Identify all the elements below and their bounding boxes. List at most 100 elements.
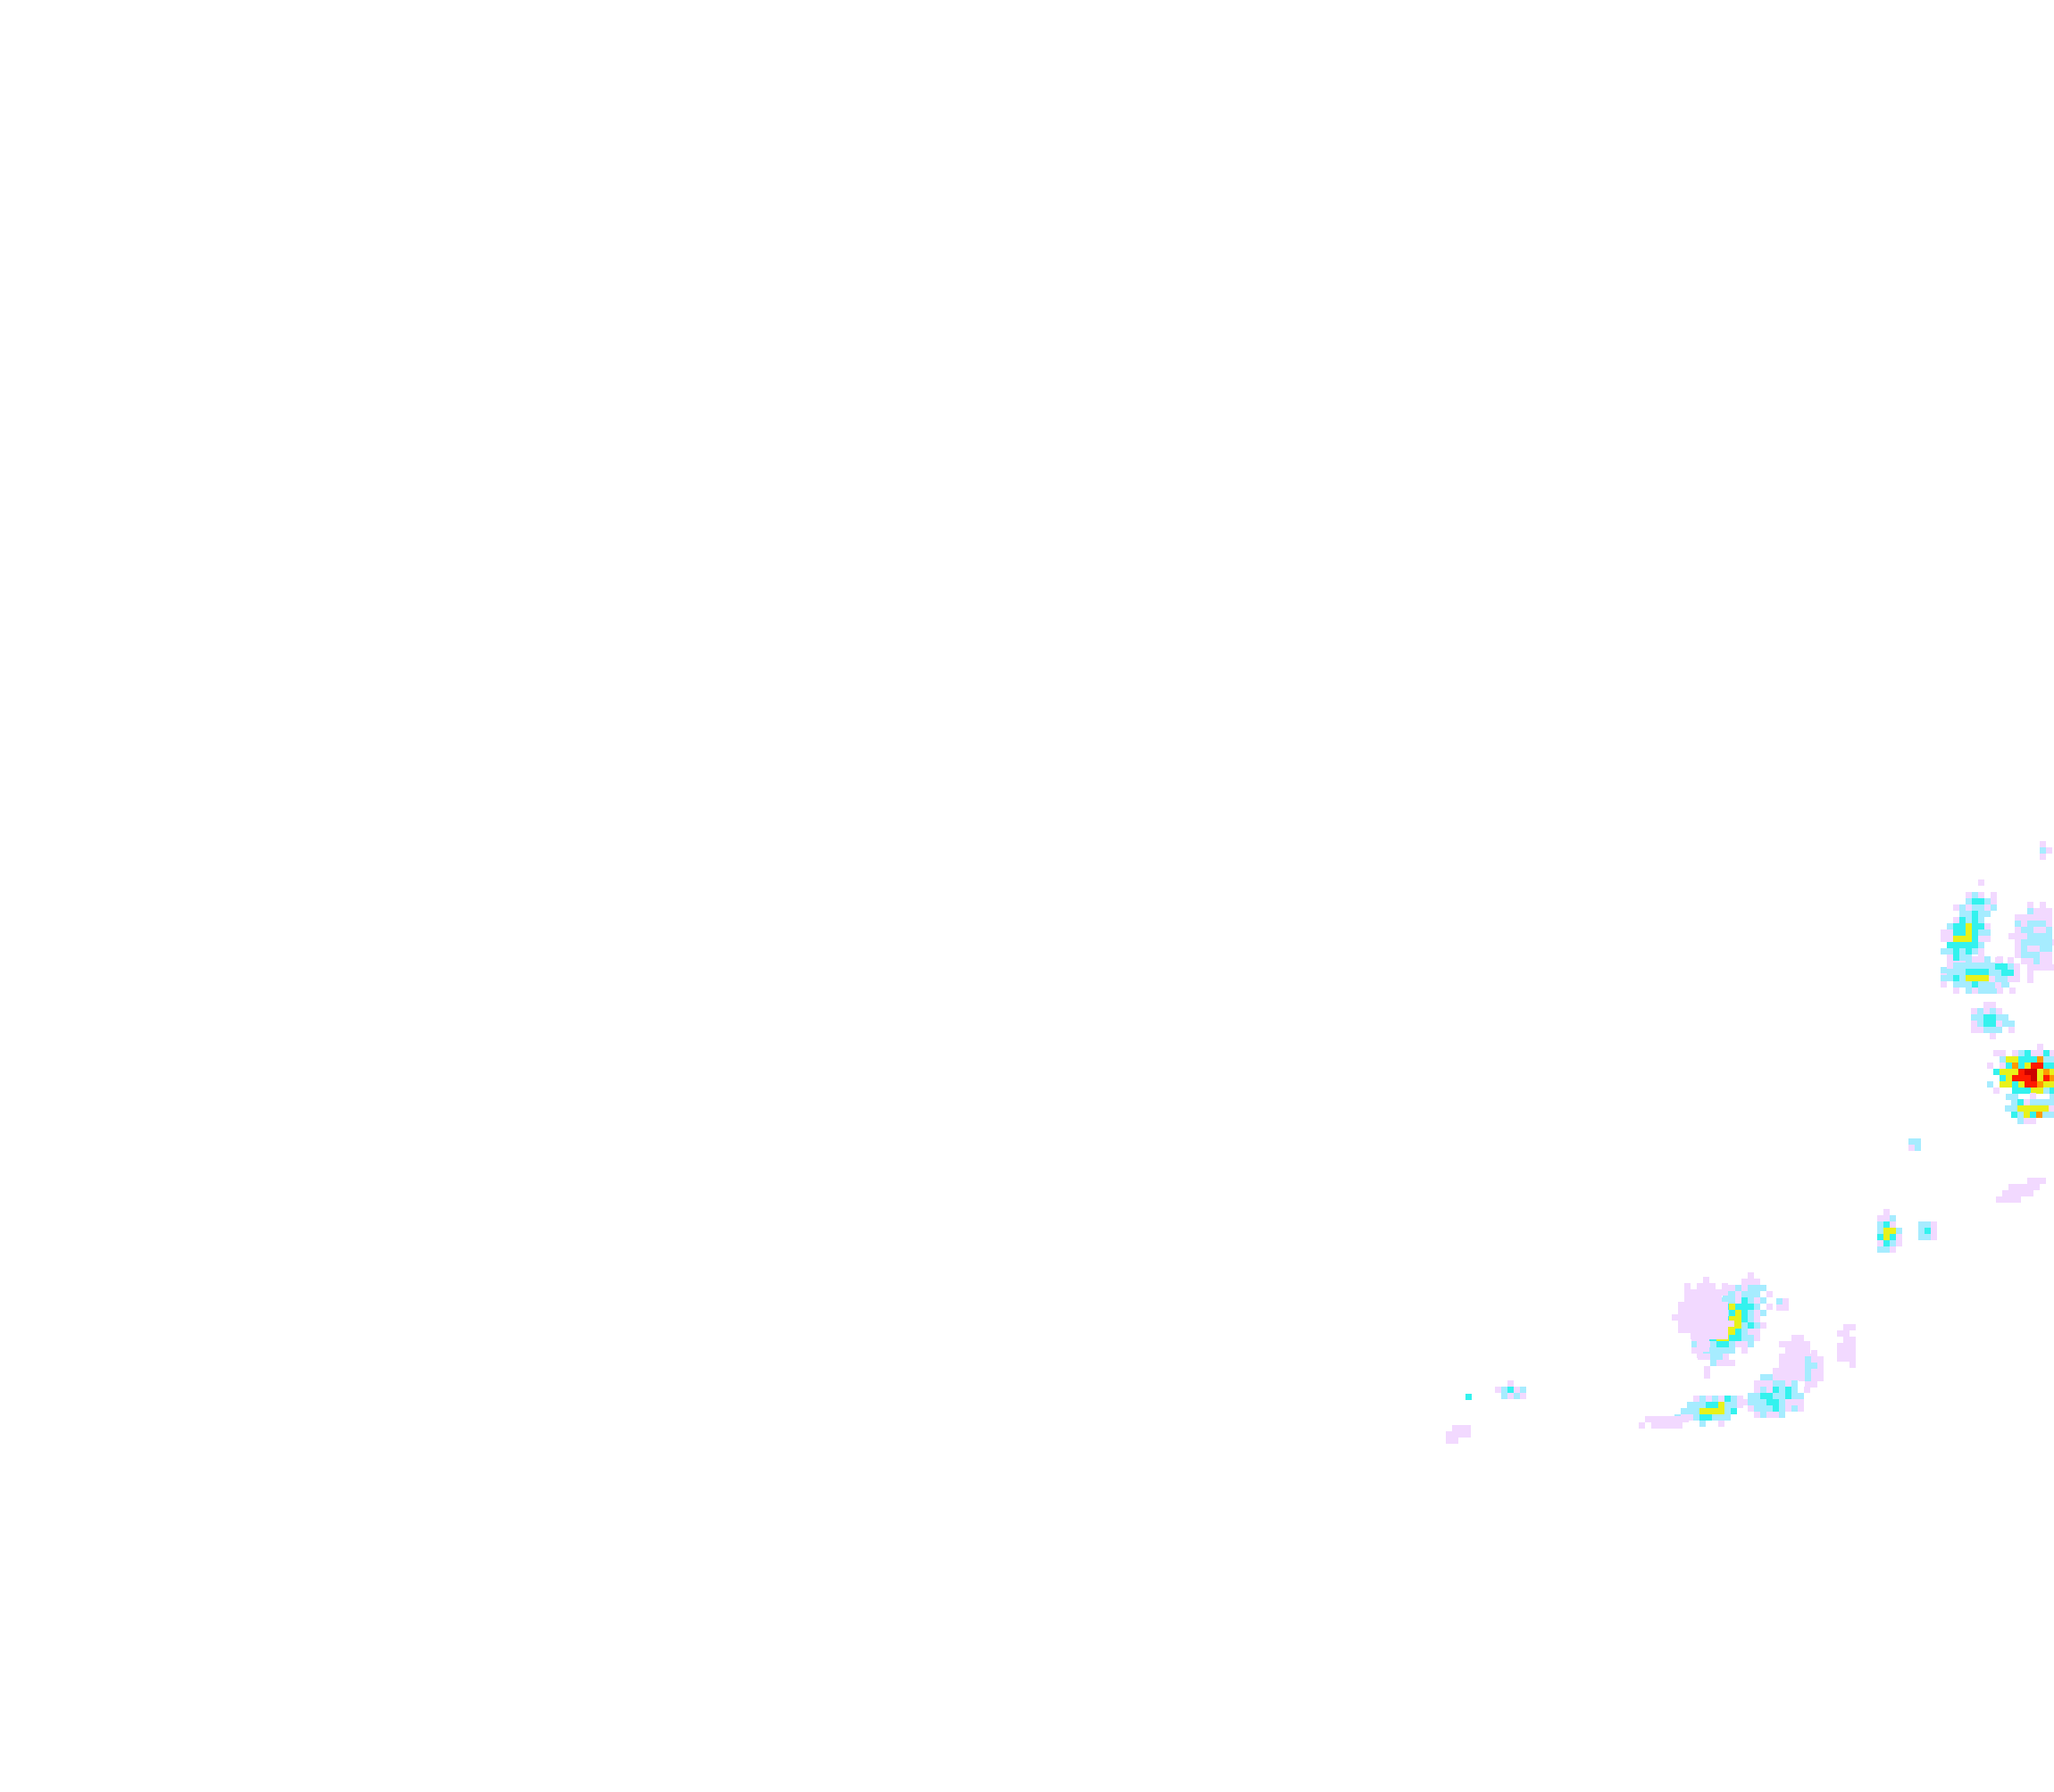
echo-cell bbox=[2037, 1056, 2043, 1063]
echo-cell bbox=[1877, 1215, 1883, 1221]
echo-cell bbox=[2005, 1105, 2011, 1112]
echo-cell bbox=[1972, 904, 1978, 911]
echo-cell bbox=[1915, 1145, 1921, 1151]
echo-cell bbox=[2014, 970, 2020, 976]
echo-cell bbox=[2042, 1112, 2049, 1118]
echo-cell bbox=[1896, 1234, 1902, 1240]
echo-cell bbox=[2025, 1081, 2031, 1088]
echo-cell bbox=[1645, 1416, 1651, 1422]
echo-cell bbox=[1972, 936, 1978, 942]
echo-cell bbox=[1837, 1355, 1843, 1362]
echo-cell bbox=[2027, 971, 2033, 977]
echo-cell bbox=[1978, 917, 1984, 923]
echo-cell bbox=[1709, 1321, 1716, 1327]
echo-cell bbox=[1697, 1339, 1703, 1346]
echo-cell bbox=[1991, 898, 1997, 904]
echo-cell bbox=[2033, 914, 2040, 921]
echo-cell bbox=[1728, 1321, 1734, 1327]
echo-cell bbox=[1731, 1408, 1737, 1414]
echo-cell bbox=[1966, 975, 1972, 981]
echo-cell bbox=[1766, 1304, 1773, 1310]
echo-cell bbox=[2002, 1190, 2008, 1196]
echo-cell bbox=[1748, 1335, 1754, 1341]
echo-cell bbox=[1972, 981, 1978, 988]
echo-cell bbox=[2027, 977, 2033, 983]
echo-cell bbox=[1785, 1405, 1791, 1412]
echo-cell bbox=[1691, 1314, 1697, 1321]
echo-cell bbox=[1953, 942, 1959, 948]
echo-cell bbox=[1972, 948, 1978, 954]
echo-cell bbox=[1947, 936, 1953, 942]
echo-cell bbox=[1918, 1228, 1925, 1234]
echo-cell bbox=[1990, 1027, 1996, 1033]
echo-cell bbox=[2036, 1112, 2042, 1118]
echo-cell bbox=[2025, 1069, 2031, 1075]
echo-cell bbox=[1735, 1316, 1741, 1322]
echo-cell bbox=[1710, 1341, 1716, 1347]
echo-cell bbox=[1693, 1396, 1699, 1402]
echo-cell bbox=[1953, 963, 1959, 969]
echo-cell bbox=[1691, 1302, 1697, 1308]
echo-cell bbox=[2021, 927, 2027, 933]
echo-cell bbox=[2027, 927, 2033, 933]
echo-cell bbox=[1697, 1327, 1703, 1333]
echo-cell bbox=[1959, 954, 1966, 961]
echo-cell bbox=[1811, 1356, 1817, 1363]
echo-cell bbox=[1947, 929, 1953, 936]
echo-cell bbox=[2024, 1112, 2030, 1118]
echo-cell bbox=[1722, 1308, 1728, 1314]
echo-cell bbox=[1791, 1368, 1798, 1374]
echo-cell bbox=[1697, 1302, 1703, 1308]
echo-cell bbox=[2037, 1088, 2043, 1094]
echo-cell bbox=[1972, 942, 1978, 948]
echo-cell bbox=[1798, 1405, 1804, 1412]
echo-cell bbox=[1849, 1343, 1856, 1349]
echo-cell bbox=[2008, 963, 2014, 970]
echo-cell bbox=[2040, 847, 2046, 854]
echo-cell bbox=[1959, 975, 1966, 981]
echo-cell bbox=[1657, 1422, 1664, 1429]
echo-cell bbox=[1995, 982, 2001, 988]
echo-cell bbox=[1987, 1063, 1993, 1069]
echo-cell bbox=[2040, 921, 2046, 927]
echo-cell bbox=[1716, 1289, 1722, 1296]
echo-cell bbox=[1678, 1308, 1684, 1314]
echo-cell bbox=[1978, 942, 1984, 948]
echo-cell bbox=[2040, 854, 2046, 860]
echo-cell bbox=[2031, 1081, 2037, 1088]
echo-cell bbox=[2033, 927, 2040, 933]
echo-cell bbox=[1983, 1002, 1990, 1008]
echo-cell bbox=[1984, 904, 1991, 911]
echo-cell bbox=[2006, 1075, 2012, 1081]
echo-cell bbox=[1716, 1327, 1722, 1333]
echo-cell bbox=[1959, 948, 1966, 954]
echo-cell bbox=[1805, 1381, 1811, 1388]
echo-cell bbox=[1729, 1329, 1735, 1335]
echo-cell bbox=[1779, 1393, 1785, 1399]
echo-cell bbox=[2030, 1118, 2036, 1124]
echo-cluster-lower-band-south bbox=[1639, 1350, 1824, 1429]
echo-cell bbox=[1804, 1387, 1810, 1393]
echo-cell bbox=[1760, 1380, 1766, 1387]
echo-cell bbox=[1507, 1393, 1514, 1399]
echo-cell bbox=[1990, 1008, 1996, 1014]
echo-cell bbox=[1691, 1308, 1697, 1314]
echo-cell bbox=[1723, 1341, 1729, 1347]
echo-cell bbox=[1977, 1027, 1983, 1033]
echo-cell bbox=[1776, 1304, 1783, 1311]
echo-cell bbox=[1748, 1393, 1754, 1399]
echo-cell bbox=[1639, 1422, 1645, 1429]
echo-cell bbox=[1997, 988, 2003, 994]
echo-cell bbox=[1724, 1396, 1731, 1402]
echo-cell bbox=[1791, 1393, 1798, 1399]
echo-cell bbox=[2037, 1081, 2043, 1088]
echo-cell bbox=[2000, 1050, 2006, 1056]
echo-cell bbox=[1712, 1414, 1718, 1421]
echo-cell bbox=[1966, 988, 1972, 994]
echo-cell bbox=[1959, 917, 1966, 923]
echo-cell bbox=[1748, 1291, 1754, 1297]
echo-cell bbox=[1748, 1322, 1754, 1329]
echo-cell bbox=[1722, 1302, 1728, 1308]
echo-cell bbox=[2040, 958, 2046, 964]
echo-cell bbox=[1908, 1138, 1915, 1145]
